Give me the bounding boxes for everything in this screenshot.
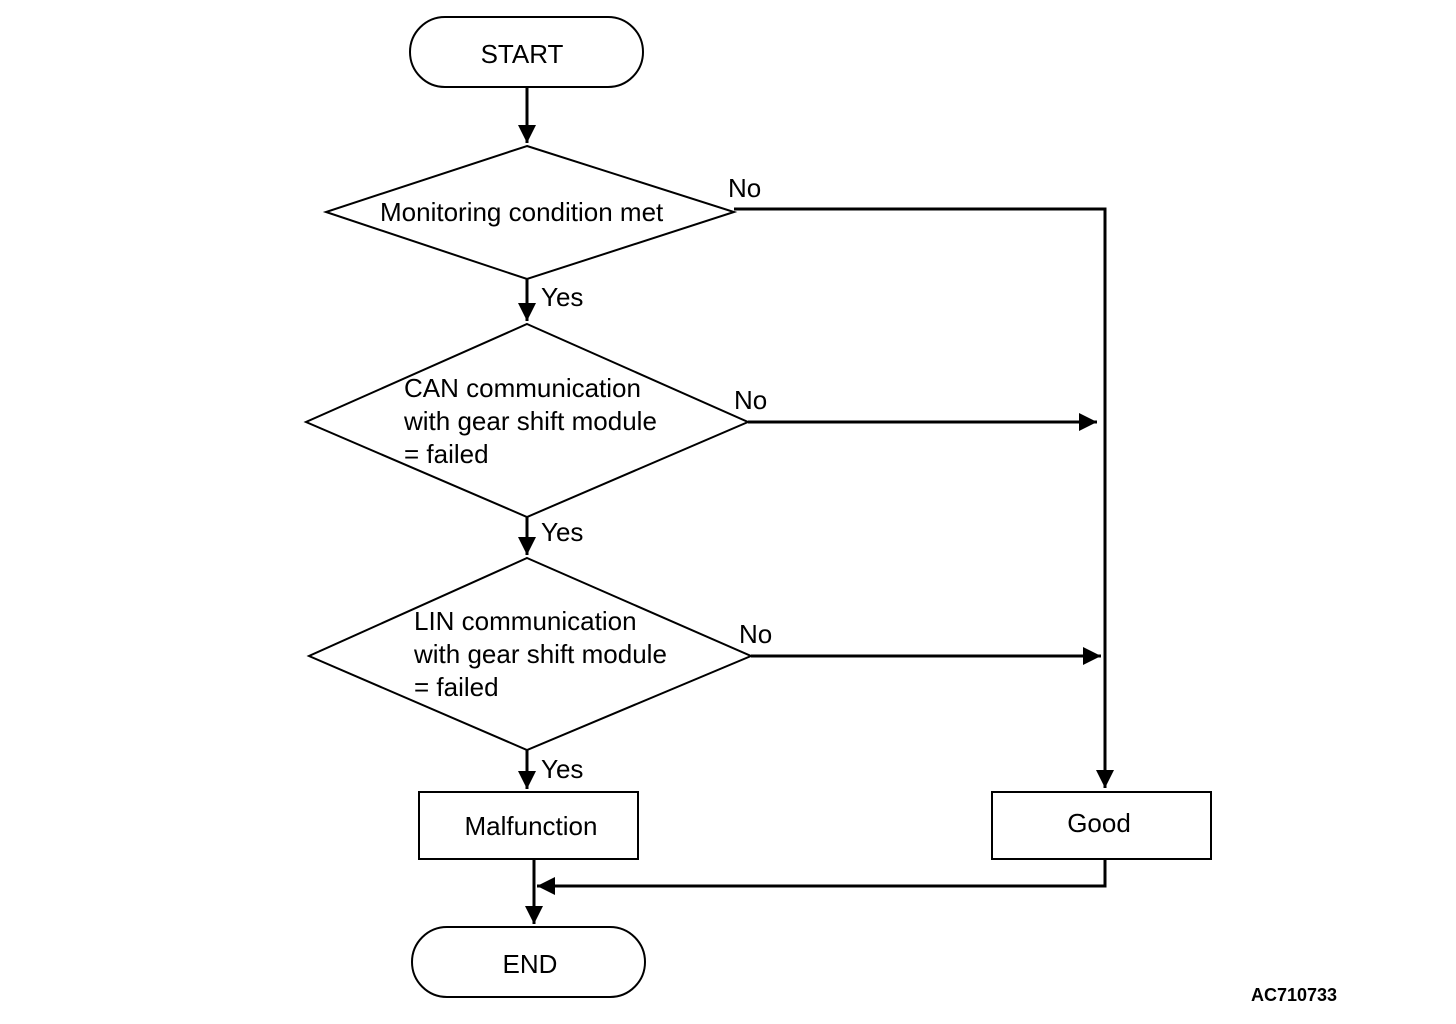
decision1-yes-label: Yes [541, 282, 583, 312]
start-node: START [409, 16, 644, 88]
decision-lin-line2: with gear shift module [413, 639, 667, 669]
decision-can-line3: = failed [404, 439, 489, 469]
malfunction-label: Malfunction [465, 811, 598, 841]
edge-good-to-end [537, 859, 1107, 895]
decision-monitoring-condition-label: Monitoring condition met [380, 197, 664, 227]
figure-code: AC710733 [1251, 985, 1337, 1005]
decision3-yes-label: Yes [541, 754, 583, 784]
good-node: Good [991, 791, 1212, 860]
end-label: END [503, 949, 558, 979]
decision-lin-line3: = failed [414, 672, 499, 702]
decision-can-line2: with gear shift module [403, 406, 657, 436]
decision-can-communication: CAN communication with gear shift module… [303, 322, 751, 519]
decision3-no-label: No [739, 619, 772, 649]
decision2-no-label: No [734, 385, 767, 415]
good-label: Good [1067, 808, 1131, 838]
malfunction-node: Malfunction [418, 791, 639, 860]
start-label: START [481, 39, 564, 69]
decision-monitoring-condition: Monitoring condition met [322, 144, 738, 281]
decision1-no-label: No [728, 173, 761, 203]
edge-decision1-no [734, 207, 1114, 788]
decision-lin-communication: LIN communication with gear shift module… [306, 556, 754, 752]
decision-can-line1: CAN communication [404, 373, 641, 403]
decision-lin-line1: LIN communication [414, 606, 637, 636]
end-node: END [411, 926, 646, 998]
decision2-yes-label: Yes [541, 517, 583, 547]
